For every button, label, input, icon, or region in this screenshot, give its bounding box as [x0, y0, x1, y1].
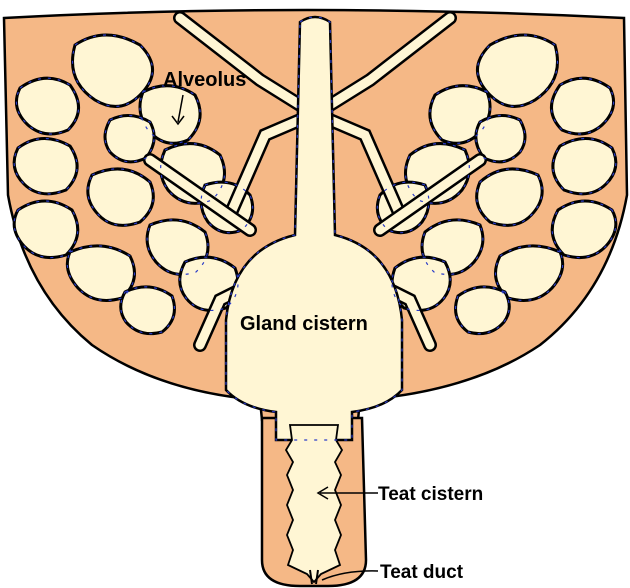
- alveolus: [71, 33, 154, 108]
- gland-cistern: [224, 15, 404, 442]
- alveoli-left: [12, 33, 255, 336]
- cell-dash-ring: [552, 137, 617, 195]
- cell-dash-ring: [160, 143, 226, 204]
- duct-lumen: [325, 13, 455, 110]
- label-alveolus: Alveolus: [163, 69, 246, 91]
- cell-dash-ring: [475, 114, 526, 163]
- cell-dash-ring: [139, 85, 201, 144]
- cell-dash-ring: [391, 256, 451, 311]
- cell-dash-ring: [146, 219, 209, 275]
- epithelial-cell-dashes: [13, 16, 617, 441]
- alveolus-pointer-head: [171, 115, 185, 126]
- cell-dash-ring: [104, 114, 155, 163]
- cell-dash-ring: [494, 245, 564, 301]
- alveolus: [14, 76, 80, 136]
- duct-lumen: [375, 155, 485, 235]
- cell-dashes-right: [376, 34, 617, 335]
- cell-dash-ring: [13, 200, 79, 259]
- alveoli-right: [375, 33, 618, 336]
- duct-lumen: [175, 13, 305, 110]
- duct-lumen: [145, 155, 255, 235]
- duct-lumen: [225, 115, 305, 220]
- cell-dash-ring: [179, 256, 239, 311]
- cell-dash-ring: [551, 200, 617, 259]
- label-teat-cistern: Teat cistern: [378, 484, 483, 505]
- alveolus: [119, 285, 176, 336]
- teat-duct: [309, 569, 319, 585]
- alveolus-pointer-line: [177, 94, 184, 123]
- alveolus: [454, 285, 511, 336]
- cell-dash-ring: [421, 219, 484, 275]
- duct-lumen: [325, 115, 405, 220]
- alveolus: [551, 137, 618, 196]
- cell-dash-ring: [476, 168, 543, 226]
- alveolus: [12, 137, 79, 196]
- cell-dash-ring: [66, 245, 136, 301]
- label-pointers: [171, 94, 379, 581]
- teat-duct-pointer-line: [321, 570, 379, 581]
- alveolus: [550, 76, 616, 136]
- cell-dash-ring: [13, 137, 78, 195]
- cell-dash-ring: [429, 85, 491, 144]
- teat-cistern: [284, 424, 344, 584]
- label-gland-cistern: Gland cistern: [240, 313, 368, 335]
- alveolus: [476, 33, 559, 108]
- cell-dash-ring: [87, 168, 154, 226]
- cell-dash-ring: [404, 143, 470, 204]
- label-teat-duct: Teat duct: [380, 562, 464, 583]
- teat-cistern-pointer-head: [316, 486, 329, 500]
